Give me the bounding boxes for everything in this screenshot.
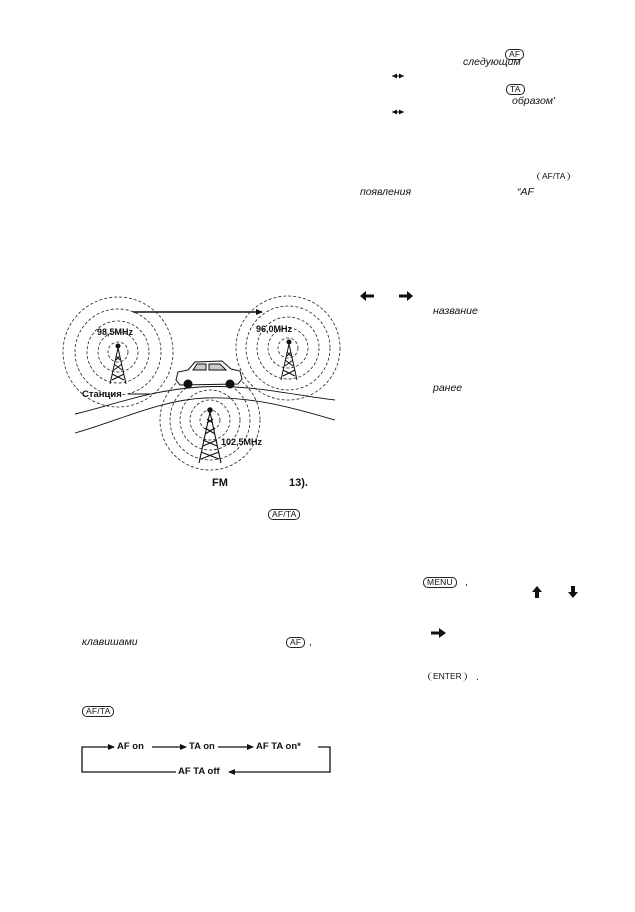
af-suffix: , [309,637,312,648]
mode-step-af-ta-off: AF TA off [178,766,220,777]
caption-reference: 13). [289,477,308,489]
road-edge [74,386,336,415]
text-appearance: появления [360,186,412,198]
enter-suffix: . [476,672,479,683]
freq-label-right: 96,0MHz [256,324,293,334]
ta-button-label: TA [506,84,525,95]
radio-tower-icon [198,407,222,464]
cycle-return-line [81,744,176,773]
text-next: следующим [463,56,521,68]
freq-label-bottom: 102,5MHz [221,437,263,447]
af-button-label-left: AF [286,637,306,648]
right-arrow-icon [431,628,446,638]
freq-label-left: 98,5MHz [97,327,134,337]
coverage-rings-right [235,295,341,401]
af-ta-button-label-top: AF/TA [537,172,571,181]
af-coverage-diagram: 98,5MHz 96,0MHz 102,5MHz Станция [62,295,341,471]
station-label: Станция [82,389,122,400]
menu-suffix: , [465,577,468,588]
enter-button-label: ENTER [428,672,467,681]
text-name: название [433,305,478,317]
road-edge [74,397,336,434]
text-keys: клавишами [82,636,138,648]
text-earlier: ранее [433,382,463,394]
radio-tower-icon [280,339,298,381]
coverage-rings-left [62,296,174,408]
af-button-label: AF [505,49,525,60]
mode-step-af-ta-on: AF TA on* [256,741,301,752]
mode-step-ta-on: TA on [189,741,215,752]
text-manner: образом' [512,95,555,107]
text-af-quote: “AF [517,186,534,198]
left-arrow-icon [360,291,374,301]
mode-step-af-on: AF on [117,741,144,752]
cycle-arrow [228,746,331,775]
af-ta-button-label-2: AF/TA [82,706,115,717]
radio-tower-icon [109,343,127,385]
down-arrow-icon [568,586,578,598]
car-icon [175,360,243,389]
right-arrow-icon [399,291,413,301]
caption-band: FM [212,477,228,489]
up-arrow-icon [532,586,542,598]
mode-cycle-diagram [81,744,331,775]
af-ta-button-label-1: AF/TA [268,509,301,520]
menu-button-label: MENU [423,577,457,588]
